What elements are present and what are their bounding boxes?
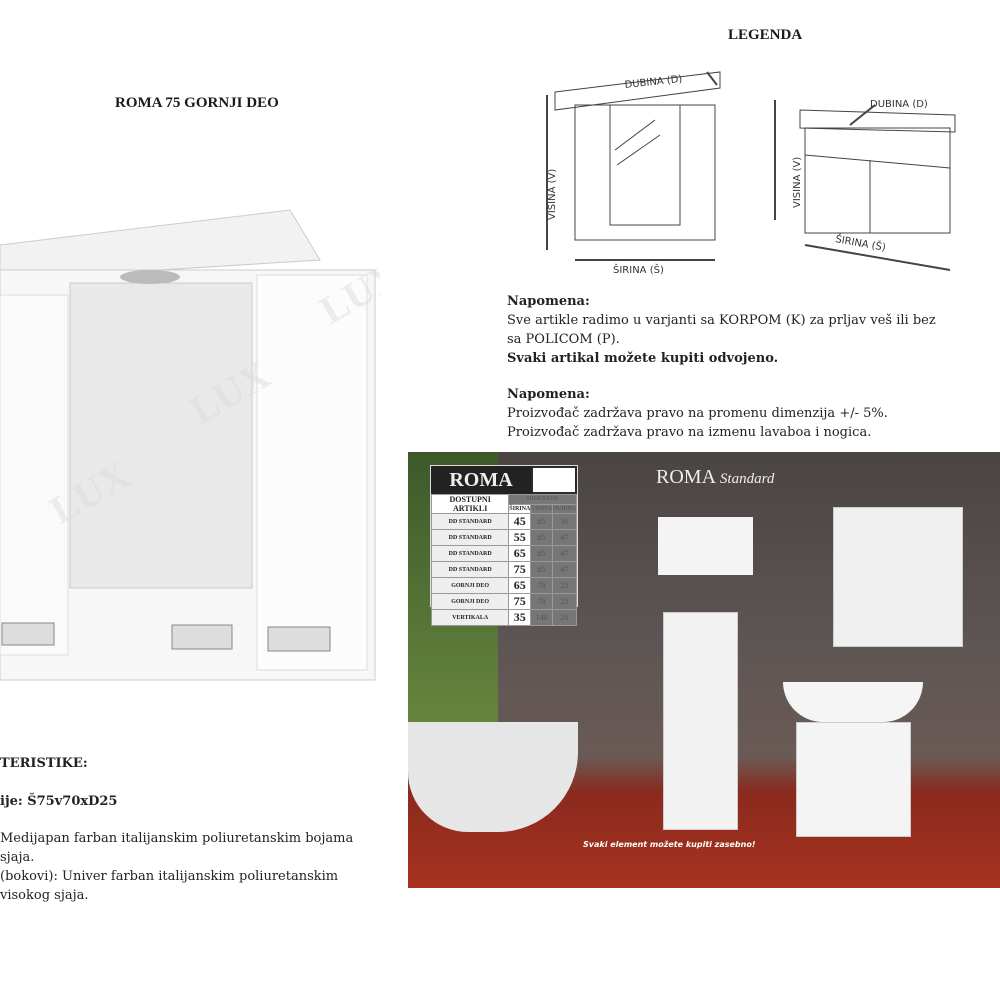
legend-sirina-1: ŠIRINA (Š) — [613, 263, 664, 276]
table-column-header: DUBINA — [551, 503, 578, 514]
table-cell: 25 — [551, 593, 578, 610]
table-cell: 65 — [508, 545, 532, 562]
note-1: Napomena: Sve artikle radimo u varjanti … — [507, 292, 936, 368]
photo-title: ROMA Standard — [656, 466, 775, 488]
note-heading: Napomena: — [507, 294, 590, 309]
char-line: sjaja. — [0, 850, 35, 865]
table-cell: 85 — [530, 529, 553, 546]
cabinet-image: LUX LUX LUX — [0, 209, 380, 681]
table-cell: GORNJI DEO — [430, 577, 510, 594]
table-cell: 85 — [530, 545, 553, 562]
table-cell: 26 — [551, 609, 578, 626]
note-line: sa POLICOM (P). — [507, 332, 620, 347]
table-cell: 36 — [551, 513, 578, 530]
legend-visina-2: VISINA (V) — [792, 157, 803, 208]
table-cell: 75 — [508, 593, 532, 610]
legend-diagram: DUBINA (D) VISINA (V) ŠIRINA (Š) DUBINA … — [546, 71, 956, 276]
table-cell: VERTIKALA — [430, 609, 510, 626]
photo-caption: Svaki element možete kupiti zasebno! — [583, 840, 756, 849]
char-line: (bokovi): Univer farban italijanskim pol… — [0, 869, 339, 884]
table-cell: 55 — [508, 529, 532, 546]
table-header: DIMENZIJE — [508, 494, 577, 505]
legend-title: LEGENDA — [728, 27, 803, 43]
legend-visina-1: VISINA (V) — [547, 169, 558, 220]
table-cell: 35 — [508, 609, 532, 626]
note-line: Sve artikle radimo u varjanti sa KORPOM … — [507, 313, 936, 328]
table-cell: 70 — [530, 577, 553, 594]
table-column-header: VISINA — [530, 503, 553, 514]
note-heading: Napomena: — [507, 387, 590, 402]
note-bold-line: Svaki artikal možete kupiti odvojeno. — [507, 351, 779, 366]
char-line: Medijapan farban italijanskim poliuretan… — [0, 831, 354, 846]
legend-dubina-2: DUBINA (D) — [870, 99, 928, 110]
characteristics-dims: ije: Š75v70xD25 — [0, 794, 118, 809]
table-cell: 140 — [530, 609, 553, 626]
table-cell: 75 — [508, 561, 532, 578]
note-2: Napomena: Proizvođač zadržava pravo na p… — [507, 385, 888, 442]
table-cell: 25 — [551, 577, 578, 594]
note-line: Proizvođač zadržava pravo na promenu dim… — [507, 406, 888, 421]
note-line: Proizvođač zadržava pravo na izmenu lava… — [507, 425, 872, 440]
table-cell: GORNJI DEO — [430, 593, 510, 610]
char-line: visokog sjaja. — [0, 888, 89, 903]
table-column-header: ŠIRINA — [508, 503, 532, 514]
product-title: ROMA 75 GORNJI DEO — [115, 95, 279, 111]
table-cell: 70 — [530, 593, 553, 610]
characteristics-heading: TERISTIKE: — [0, 756, 88, 771]
table-cell: DD STANDARD — [430, 545, 510, 562]
table-cell: DD STANDARD — [430, 513, 510, 530]
table-title: ROMA — [431, 466, 531, 494]
table-cell: 85 — [530, 513, 553, 530]
table-cell: 65 — [508, 577, 532, 594]
legend-dubina-1: DUBINA (D) — [624, 74, 683, 91]
table-cell: 47 — [551, 545, 578, 562]
table-cell: DD STANDARD — [430, 561, 510, 578]
table-cell: 47 — [551, 529, 578, 546]
table-cell: 85 — [530, 561, 553, 578]
table-cell: 47 — [551, 561, 578, 578]
table-thumbnail — [533, 468, 575, 492]
table-header: DOSTUPNI ARTIKLI — [430, 494, 510, 514]
table-cell: 45 — [508, 513, 532, 530]
table-cell: DD STANDARD — [430, 529, 510, 546]
characteristics-text: Medijapan farban italijanskim poliuretan… — [0, 829, 353, 905]
